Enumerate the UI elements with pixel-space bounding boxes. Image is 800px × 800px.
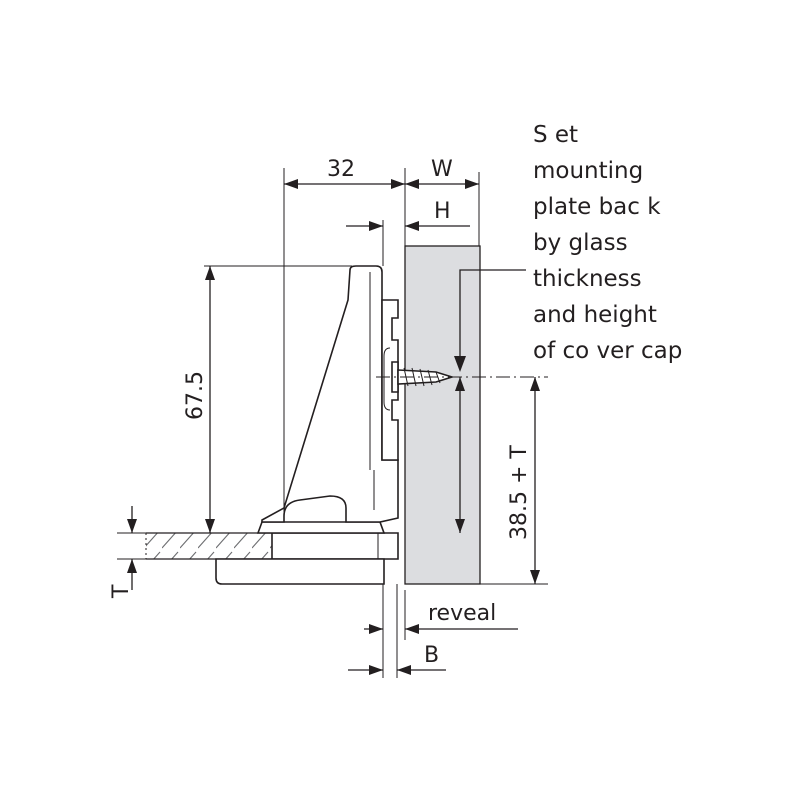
dimension-32-label: 32: [327, 157, 355, 182]
dimension-h-label: H: [434, 199, 451, 224]
dimension-w-label: W: [431, 157, 453, 182]
note-line-2: mounting: [533, 158, 643, 184]
setback-arrows: [454, 269, 526, 533]
dimension-b: B: [348, 643, 446, 675]
dimension-t-label: T: [109, 584, 134, 599]
dimension-b-label: B: [424, 643, 439, 668]
mounting-plate: [215, 521, 399, 585]
dimension-67-5: 67.5: [183, 266, 215, 533]
dimension-reveal: reveal: [364, 601, 518, 634]
hinge-arm: [261, 265, 399, 523]
dimension-38-5-t: 38.5 + T: [507, 377, 540, 584]
dimension-w: W: [405, 157, 479, 189]
note-line-3: plate bac k: [533, 194, 661, 220]
note-line-5: thickness: [533, 266, 642, 292]
setback-note: S et mounting plate bac k by glass thick…: [533, 122, 682, 364]
dimension-reveal-label: reveal: [428, 601, 496, 626]
dimension-38-5-t-label: 38.5 + T: [507, 445, 532, 540]
dimension-67-5-label: 67.5: [183, 371, 208, 420]
dimension-h: H: [346, 199, 470, 231]
note-line-1: S et: [533, 122, 578, 148]
cabinet-strip: [145, 532, 272, 560]
dimension-t: T: [109, 506, 137, 599]
note-line-6: and height: [533, 302, 657, 328]
note-line-4: by glass: [533, 230, 628, 256]
glass-panel: [404, 245, 481, 585]
dimension-32: 32: [284, 157, 405, 189]
note-line-7: of co ver cap: [533, 338, 682, 364]
